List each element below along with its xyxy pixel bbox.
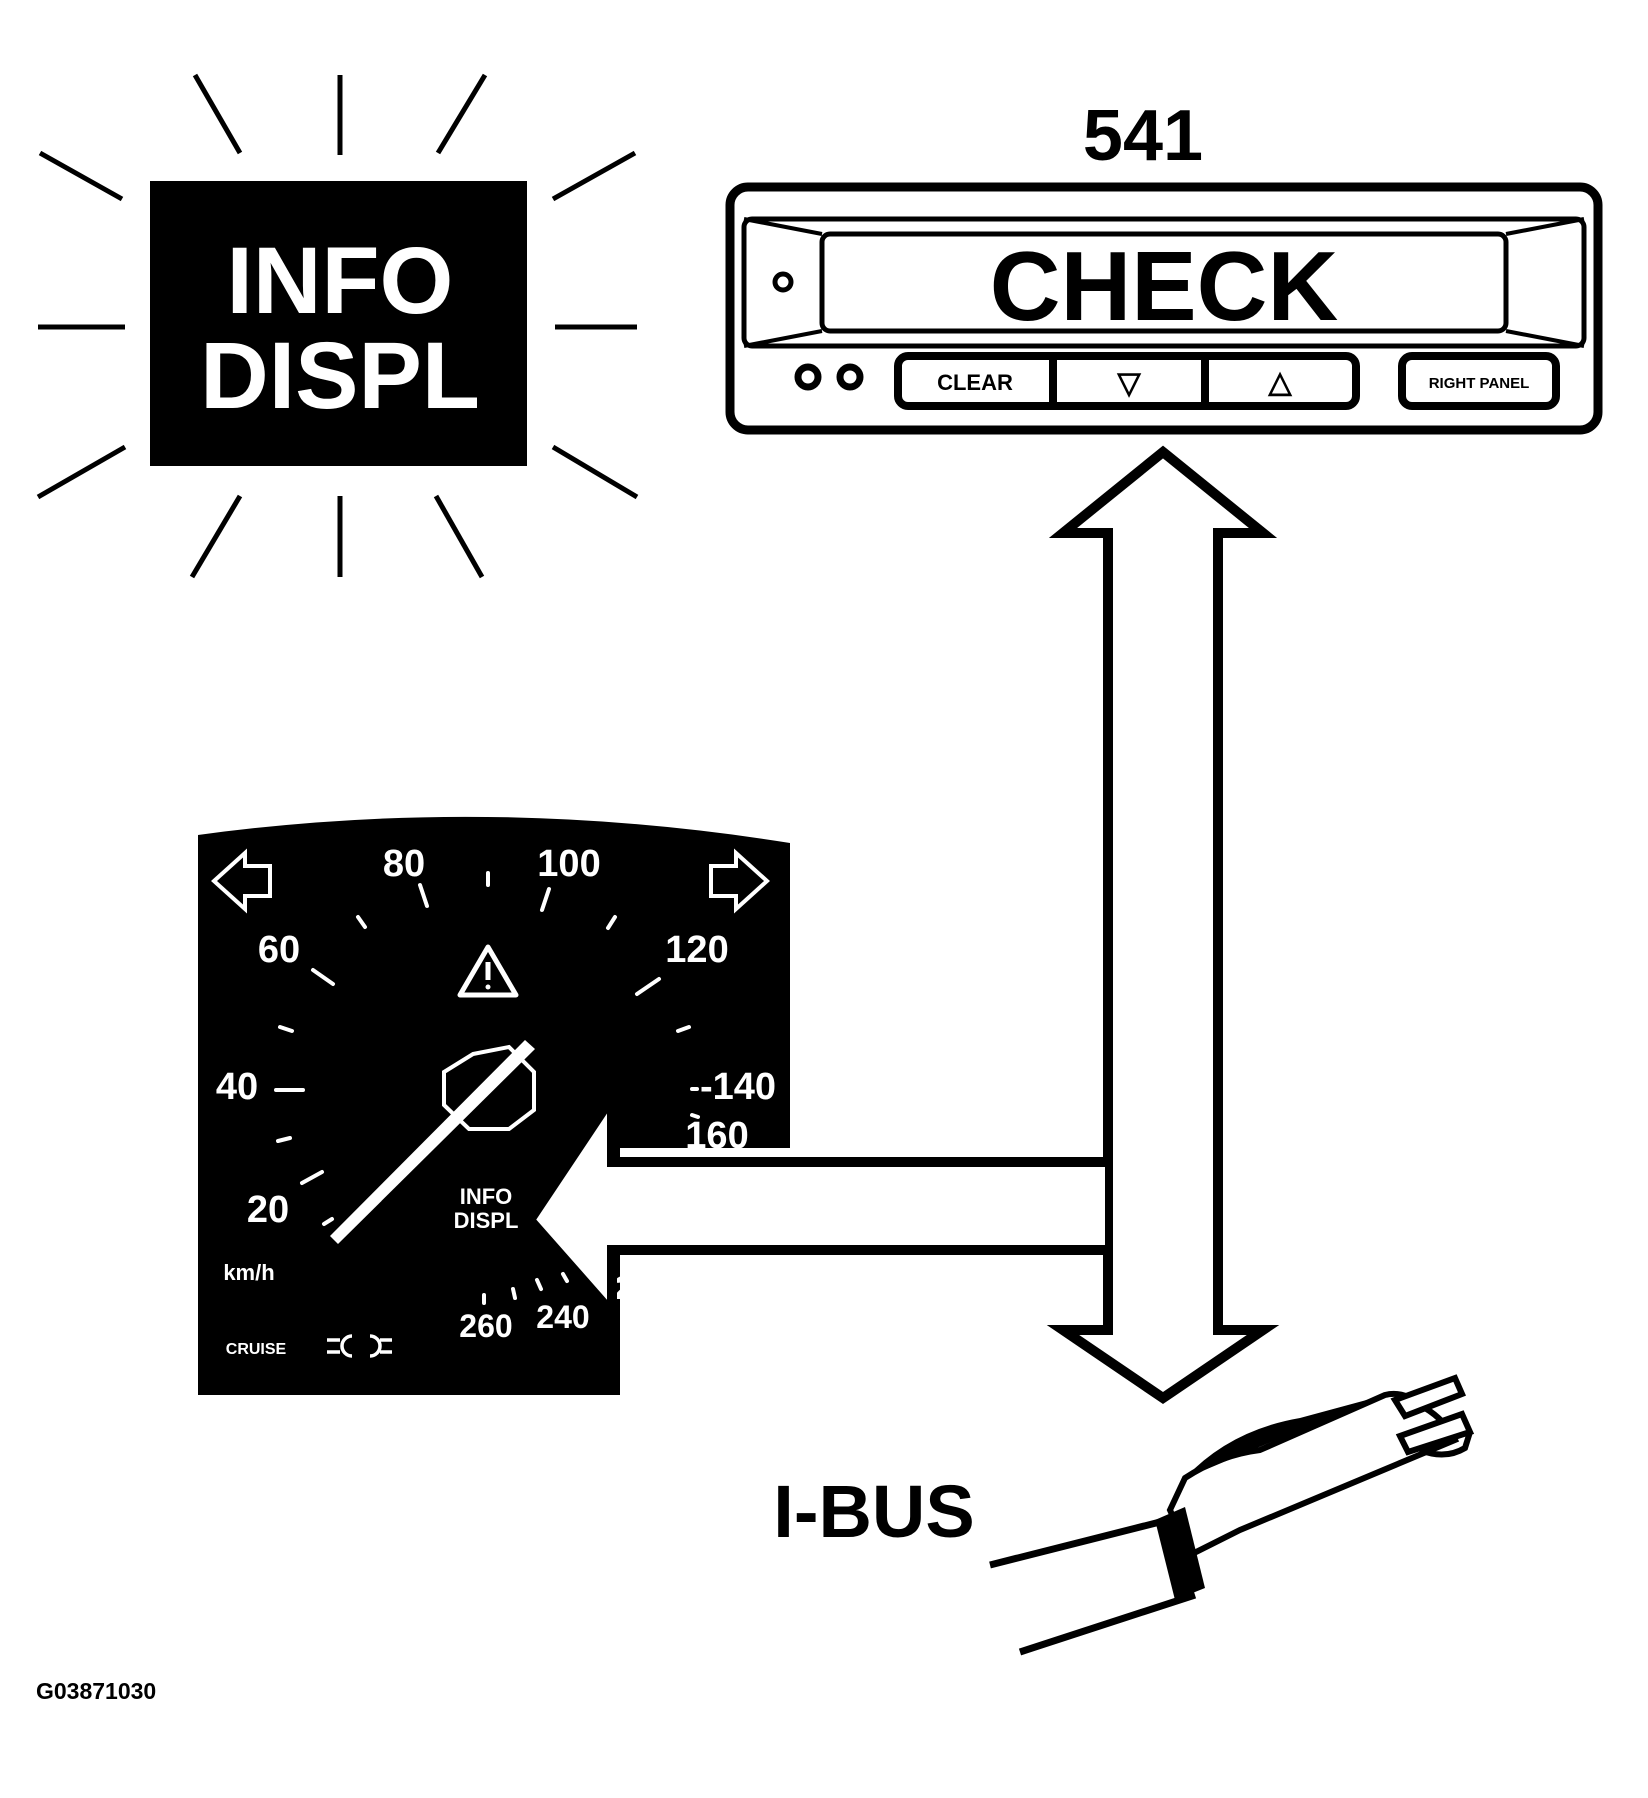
speed-label-240: 240 bbox=[536, 1299, 589, 1335]
speed-label-120: 120 bbox=[665, 929, 728, 971]
display-unit-541: 541 CHECK CLEAR ▽ △ RIGHT PANEL bbox=[725, 96, 1603, 435]
plug-pins bbox=[1390, 1374, 1475, 1458]
indicator-line2: DISPL bbox=[200, 323, 480, 429]
wire-upper bbox=[989, 1518, 1161, 1569]
cruise-label: CRUISE bbox=[226, 1341, 287, 1358]
clear-button[interactable]: CLEAR bbox=[937, 370, 1013, 395]
unit-inner-bezel bbox=[741, 216, 1587, 349]
i-bus-connector bbox=[989, 1374, 1475, 1656]
speedometer-cluster: 20 40 60 80 100 120 -140 160 240 260 20 … bbox=[198, 816, 790, 1395]
speedometer-ticks bbox=[274, 871, 700, 1305]
speed-label-100: 100 bbox=[537, 843, 600, 885]
indicator-line1: INFO bbox=[227, 228, 454, 334]
cluster-info-line2: DISPL bbox=[454, 1208, 519, 1233]
speedometer-face bbox=[198, 816, 790, 1395]
info-displ-indicator: INFO DISPL bbox=[36, 73, 639, 579]
sensor-dot-icon bbox=[772, 271, 794, 293]
bidirectional-arrow-vertical bbox=[1046, 445, 1280, 1405]
speed-label-80: 80 bbox=[383, 843, 425, 885]
speed-unit-label: km/h bbox=[223, 1260, 274, 1285]
knob-right-icon bbox=[836, 363, 864, 391]
cable-shadow bbox=[1185, 1395, 1385, 1478]
unit-ref-number: 541 bbox=[1083, 96, 1203, 176]
figure-code: G03871030 bbox=[36, 1678, 156, 1704]
speed-label-40: 40 bbox=[216, 1066, 258, 1108]
speed-label-60: 60 bbox=[258, 929, 300, 971]
headlight-icon bbox=[327, 1334, 392, 1358]
speed-label-260: 260 bbox=[459, 1308, 512, 1344]
up-button[interactable]: △ bbox=[1267, 366, 1292, 399]
lcd-screen bbox=[819, 231, 1509, 334]
indicator-lamp bbox=[150, 181, 527, 466]
bezel-corners bbox=[743, 217, 1585, 348]
cluster-info-line1: INFO bbox=[460, 1184, 513, 1209]
speed-label-220-partial: 20 bbox=[614, 1270, 650, 1306]
speed-label-20: 20 bbox=[247, 1189, 289, 1231]
down-button[interactable]: ▽ bbox=[1116, 367, 1141, 400]
i-bus-label: I-BUS bbox=[773, 1470, 974, 1553]
knob-left-icon bbox=[794, 363, 822, 391]
warning-triangle-icon bbox=[457, 944, 519, 998]
lcd-text: CHECK bbox=[990, 231, 1338, 341]
right-panel-frame bbox=[1398, 352, 1560, 410]
arrow-to-cluster bbox=[523, 1080, 1105, 1327]
speedometer-needle bbox=[330, 1040, 535, 1244]
wire-lower bbox=[1018, 1591, 1197, 1656]
button-group bbox=[894, 352, 1360, 410]
cable-sleeve bbox=[1155, 1507, 1205, 1600]
right-panel-button[interactable]: RIGHT PANEL bbox=[1429, 375, 1530, 392]
turn-signal-right-icon bbox=[709, 848, 770, 914]
flash-rays bbox=[36, 73, 639, 579]
speed-label-140: -140 bbox=[700, 1066, 776, 1108]
speed-label-160: 160 bbox=[685, 1115, 748, 1157]
turn-signal-left-icon bbox=[211, 848, 272, 914]
